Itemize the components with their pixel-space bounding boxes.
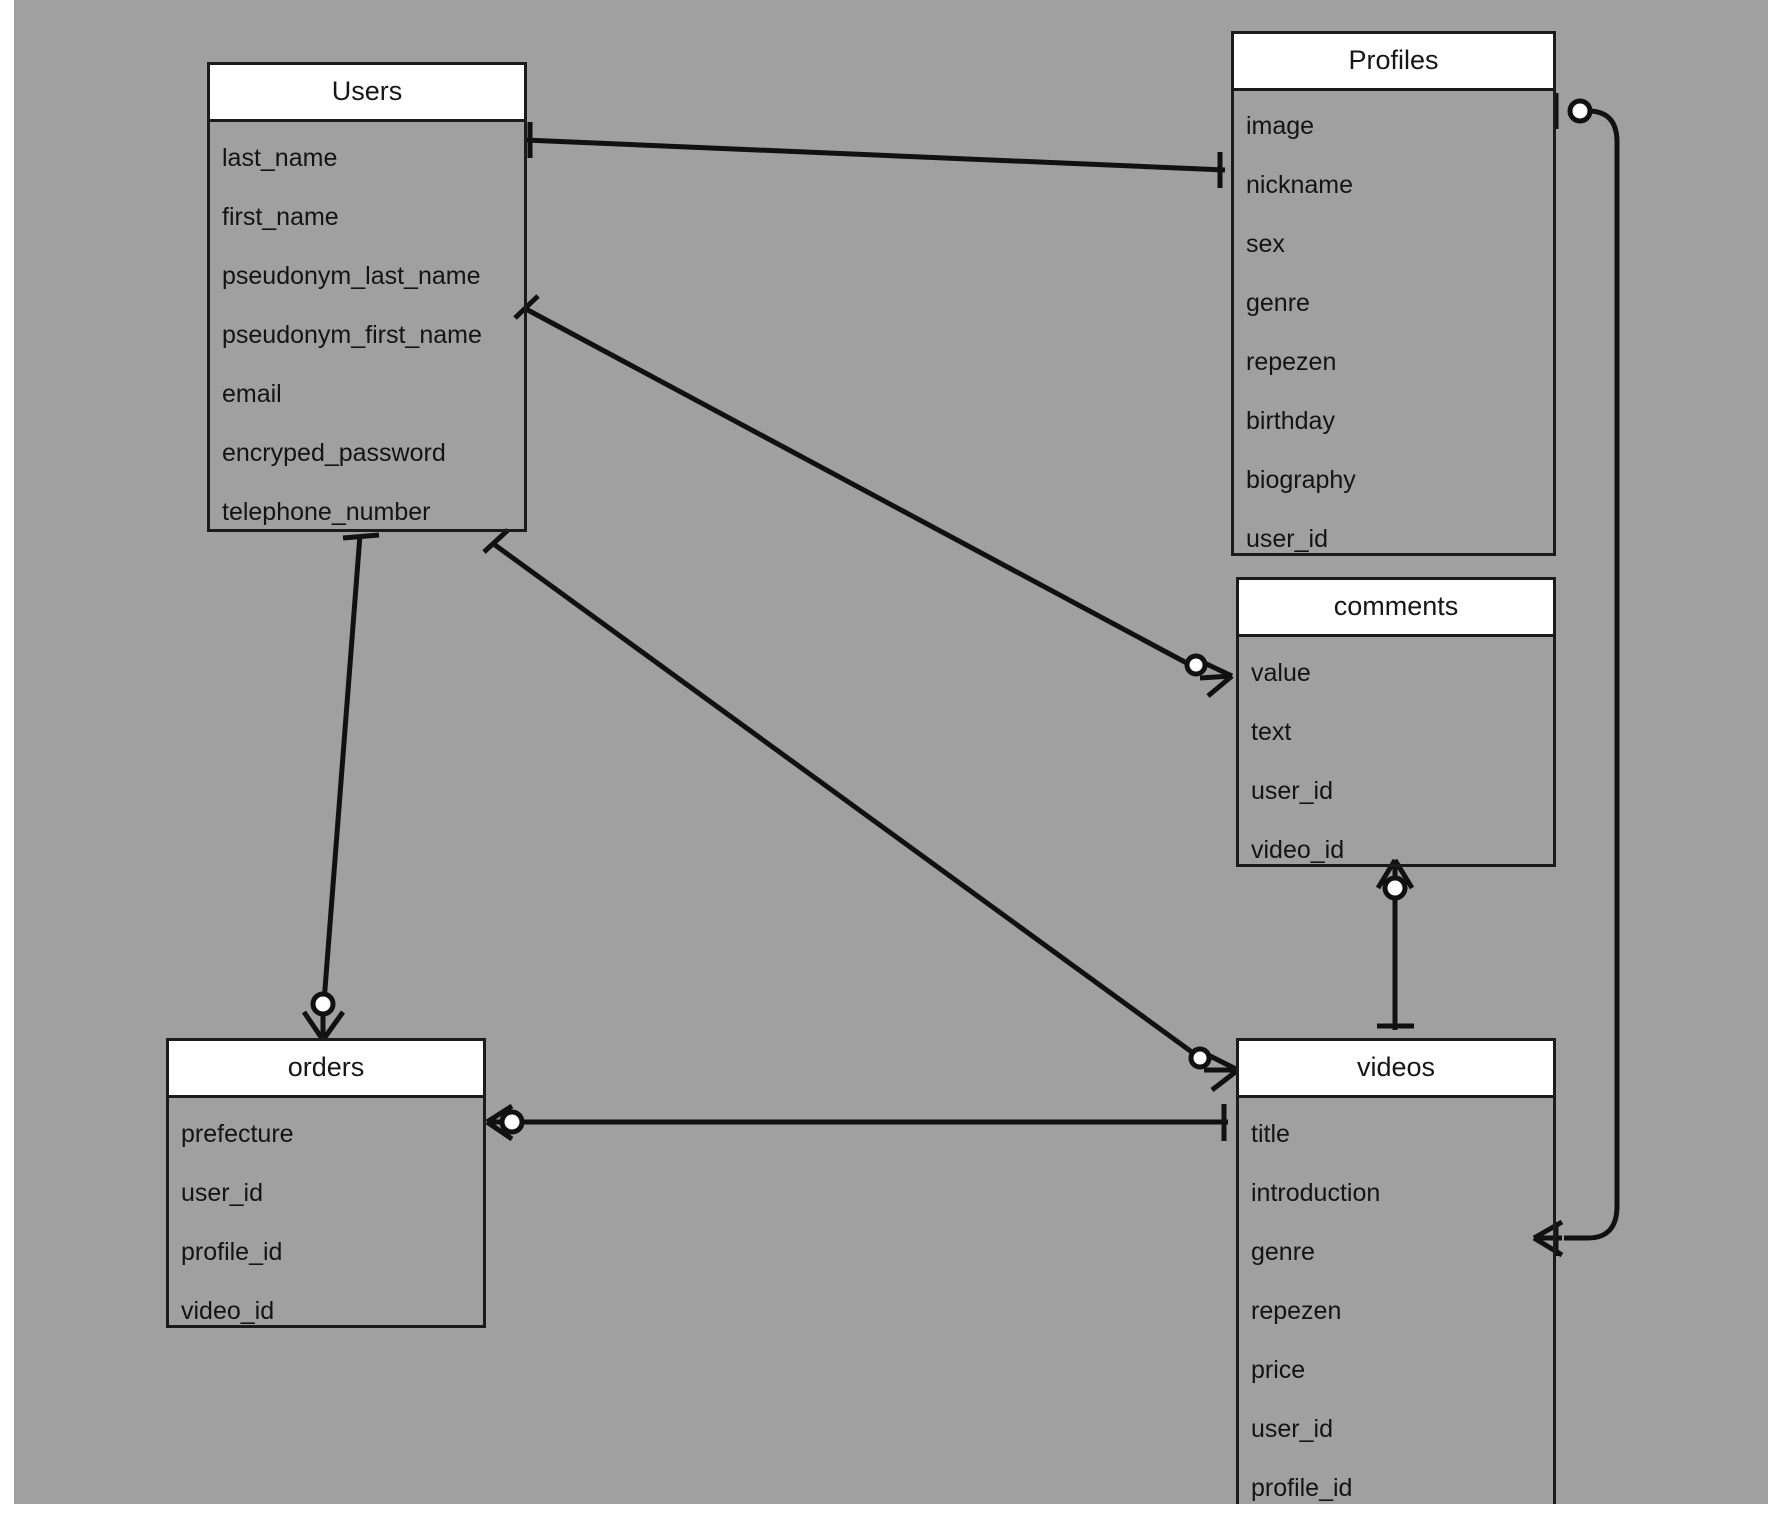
entity-profiles-title: Profiles — [1234, 34, 1553, 91]
attribute-row[interactable]: last_name — [222, 144, 338, 172]
entity-profiles[interactable]: Profiles image nickname sex genre repeze… — [1231, 31, 1556, 556]
attribute-row[interactable]: biography — [1246, 466, 1356, 494]
relationship-users-orders[interactable] — [301, 532, 380, 1042]
relationship-users-comments[interactable] — [513, 294, 1234, 698]
attribute-row[interactable]: nickname — [1246, 171, 1353, 199]
entity-comments[interactable]: comments value text user_id video_id — [1236, 577, 1556, 867]
relationship-users-videos[interactable] — [482, 528, 1240, 1092]
entity-orders-title: orders — [169, 1041, 483, 1098]
entity-users[interactable]: Users last_name first_name pseudonym_las… — [207, 62, 527, 532]
attribute-row[interactable]: email — [222, 380, 282, 408]
attribute-row[interactable]: genre — [1246, 289, 1310, 317]
attribute-row[interactable]: pseudonym_last_name — [222, 262, 481, 290]
entity-videos-title: videos — [1239, 1041, 1553, 1098]
attribute-row[interactable]: profile_id — [1251, 1474, 1353, 1502]
relationship-orders-videos[interactable] — [485, 1103, 1228, 1142]
attribute-row[interactable]: price — [1251, 1356, 1306, 1384]
attribute-row[interactable]: first_name — [222, 203, 339, 231]
attribute-row[interactable]: image — [1246, 112, 1315, 140]
attribute-row[interactable]: prefecture — [181, 1120, 294, 1148]
attribute-row[interactable]: repezen — [1251, 1297, 1342, 1325]
entity-users-attributes: last_name first_name pseudonym_last_name… — [210, 122, 524, 525]
entity-users-title: Users — [210, 65, 524, 122]
attribute-row[interactable]: text — [1251, 718, 1292, 746]
relationship-comments-videos[interactable] — [1375, 858, 1415, 1030]
entity-comments-title: comments — [1239, 580, 1553, 637]
attribute-row[interactable]: user_id — [1251, 1415, 1333, 1443]
attribute-row[interactable]: user_id — [1246, 525, 1328, 553]
attribute-row[interactable]: birthday — [1246, 407, 1335, 435]
attribute-row[interactable]: encryped_password — [222, 439, 446, 467]
attribute-row[interactable]: telephone_number — [222, 498, 431, 526]
canvas-left-margin — [0, 0, 14, 1518]
attribute-row[interactable]: video_id — [181, 1297, 275, 1325]
attribute-row[interactable]: value — [1251, 659, 1311, 687]
entity-videos-attributes: title introduction genre repezen price u… — [1239, 1098, 1553, 1501]
entity-orders[interactable]: orders prefecture user_id profile_id vid… — [166, 1038, 486, 1328]
canvas-bottom-margin — [0, 1504, 1774, 1518]
attribute-row[interactable]: pseudonym_first_name — [222, 321, 482, 349]
attribute-row[interactable]: profile_id — [181, 1238, 283, 1266]
entity-profiles-attributes: image nickname sex genre repezen birthda… — [1234, 91, 1553, 552]
attribute-row[interactable]: user_id — [1251, 777, 1333, 805]
attribute-row[interactable]: video_id — [1251, 836, 1345, 864]
attribute-row[interactable]: user_id — [181, 1179, 263, 1207]
entity-comments-attributes: value text user_id video_id — [1239, 637, 1553, 863]
relationship-users-profiles[interactable] — [524, 122, 1226, 188]
canvas-right-margin — [1768, 0, 1774, 1518]
entity-videos[interactable]: videos title introduction genre repezen … — [1236, 1038, 1556, 1508]
attribute-row[interactable]: sex — [1246, 230, 1285, 258]
entity-orders-attributes: prefecture user_id profile_id video_id — [169, 1098, 483, 1324]
attribute-row[interactable]: introduction — [1251, 1179, 1381, 1207]
attribute-row[interactable]: genre — [1251, 1238, 1315, 1266]
attribute-row[interactable]: repezen — [1246, 348, 1337, 376]
attribute-row[interactable]: title — [1251, 1120, 1290, 1148]
